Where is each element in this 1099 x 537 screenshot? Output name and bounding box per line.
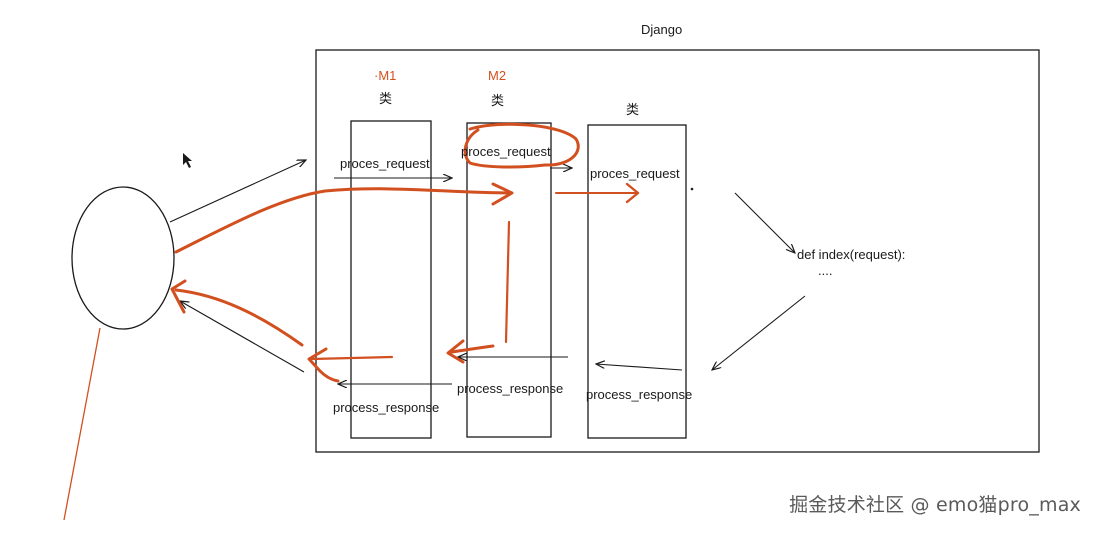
client-circle bbox=[71, 186, 175, 330]
django-container bbox=[315, 49, 1040, 453]
response-label-m3: process_response bbox=[586, 387, 693, 402]
orange-response-head-client bbox=[170, 279, 187, 314]
response-label-m1: process_response bbox=[333, 400, 440, 415]
class-label-m2: 类 bbox=[491, 94, 505, 109]
view-def-label: def index(request): bbox=[797, 247, 906, 262]
request-label-m3: proces_request bbox=[590, 166, 680, 181]
django-title: Django bbox=[641, 22, 683, 37]
watermark: 掘金技术社区 @ emo猫pro_max bbox=[789, 494, 1081, 516]
arrow-view-to-response bbox=[712, 295, 806, 370]
orange-response-to-client bbox=[174, 288, 304, 347]
orange-request-path bbox=[174, 187, 512, 254]
orange-response-head-m2 bbox=[446, 339, 465, 364]
request-label-m1: proces_request bbox=[340, 156, 430, 171]
view-body-label: .... bbox=[818, 263, 833, 278]
middleware-column-m1 bbox=[350, 120, 432, 439]
middleware-name-m2: M2 bbox=[488, 68, 507, 83]
middleware-column-3 bbox=[587, 124, 687, 439]
mouse-cursor-icon bbox=[183, 153, 192, 168]
orange-vertical-line bbox=[504, 220, 511, 344]
orange-request-head-2 bbox=[625, 182, 640, 204]
orange-request-head-1 bbox=[491, 182, 514, 206]
arrow-to-view bbox=[734, 192, 795, 253]
orange-response-head-m1 bbox=[307, 347, 340, 383]
orange-highlight-circle bbox=[463, 122, 580, 169]
orange-response-m1 bbox=[310, 355, 394, 361]
arrow-response-m3-to-m2 bbox=[596, 364, 683, 371]
arrow-client-to-django bbox=[169, 160, 306, 223]
response-label-m2: process_response bbox=[457, 381, 564, 396]
arrow-django-to-client bbox=[180, 301, 305, 373]
middleware-name-m1: ·M1 bbox=[374, 68, 397, 83]
class-label-m1: 类 bbox=[379, 92, 393, 107]
orange-client-line bbox=[63, 327, 101, 521]
orange-response-m2 bbox=[450, 344, 495, 354]
request-label-m2: proces_request bbox=[461, 144, 551, 159]
dot-mark bbox=[690, 187, 694, 191]
class-label-m3: 类 bbox=[626, 103, 640, 118]
